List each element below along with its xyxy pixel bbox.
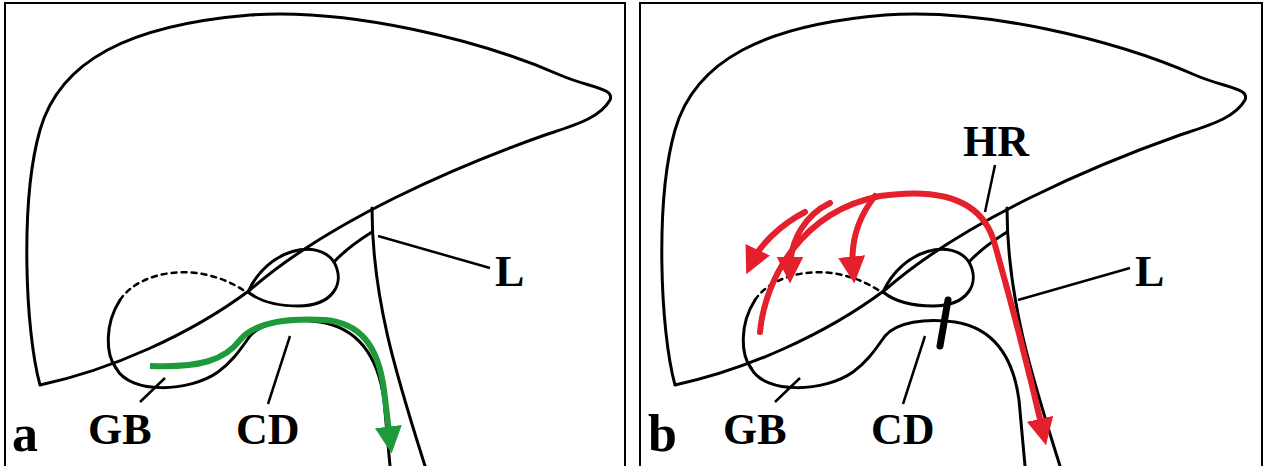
part-label: CD: [236, 408, 300, 452]
part-label: HR: [963, 120, 1029, 164]
part-label: GB: [88, 408, 152, 452]
panel-frame: [640, 3, 1262, 466]
part-label: L: [1135, 250, 1164, 294]
leader-lines: [140, 165, 1130, 404]
panel-letter: a: [12, 408, 38, 460]
duct-clip: [940, 300, 948, 346]
liver-outline: [662, 14, 1246, 466]
panel-frame: [5, 3, 625, 466]
panel-letter: b: [648, 408, 677, 460]
part-label: L: [495, 250, 524, 294]
liver-outline: [27, 14, 611, 466]
part-label: CD: [871, 408, 935, 452]
reflux-arrows: [752, 193, 1043, 432]
part-label: GB: [723, 408, 787, 452]
